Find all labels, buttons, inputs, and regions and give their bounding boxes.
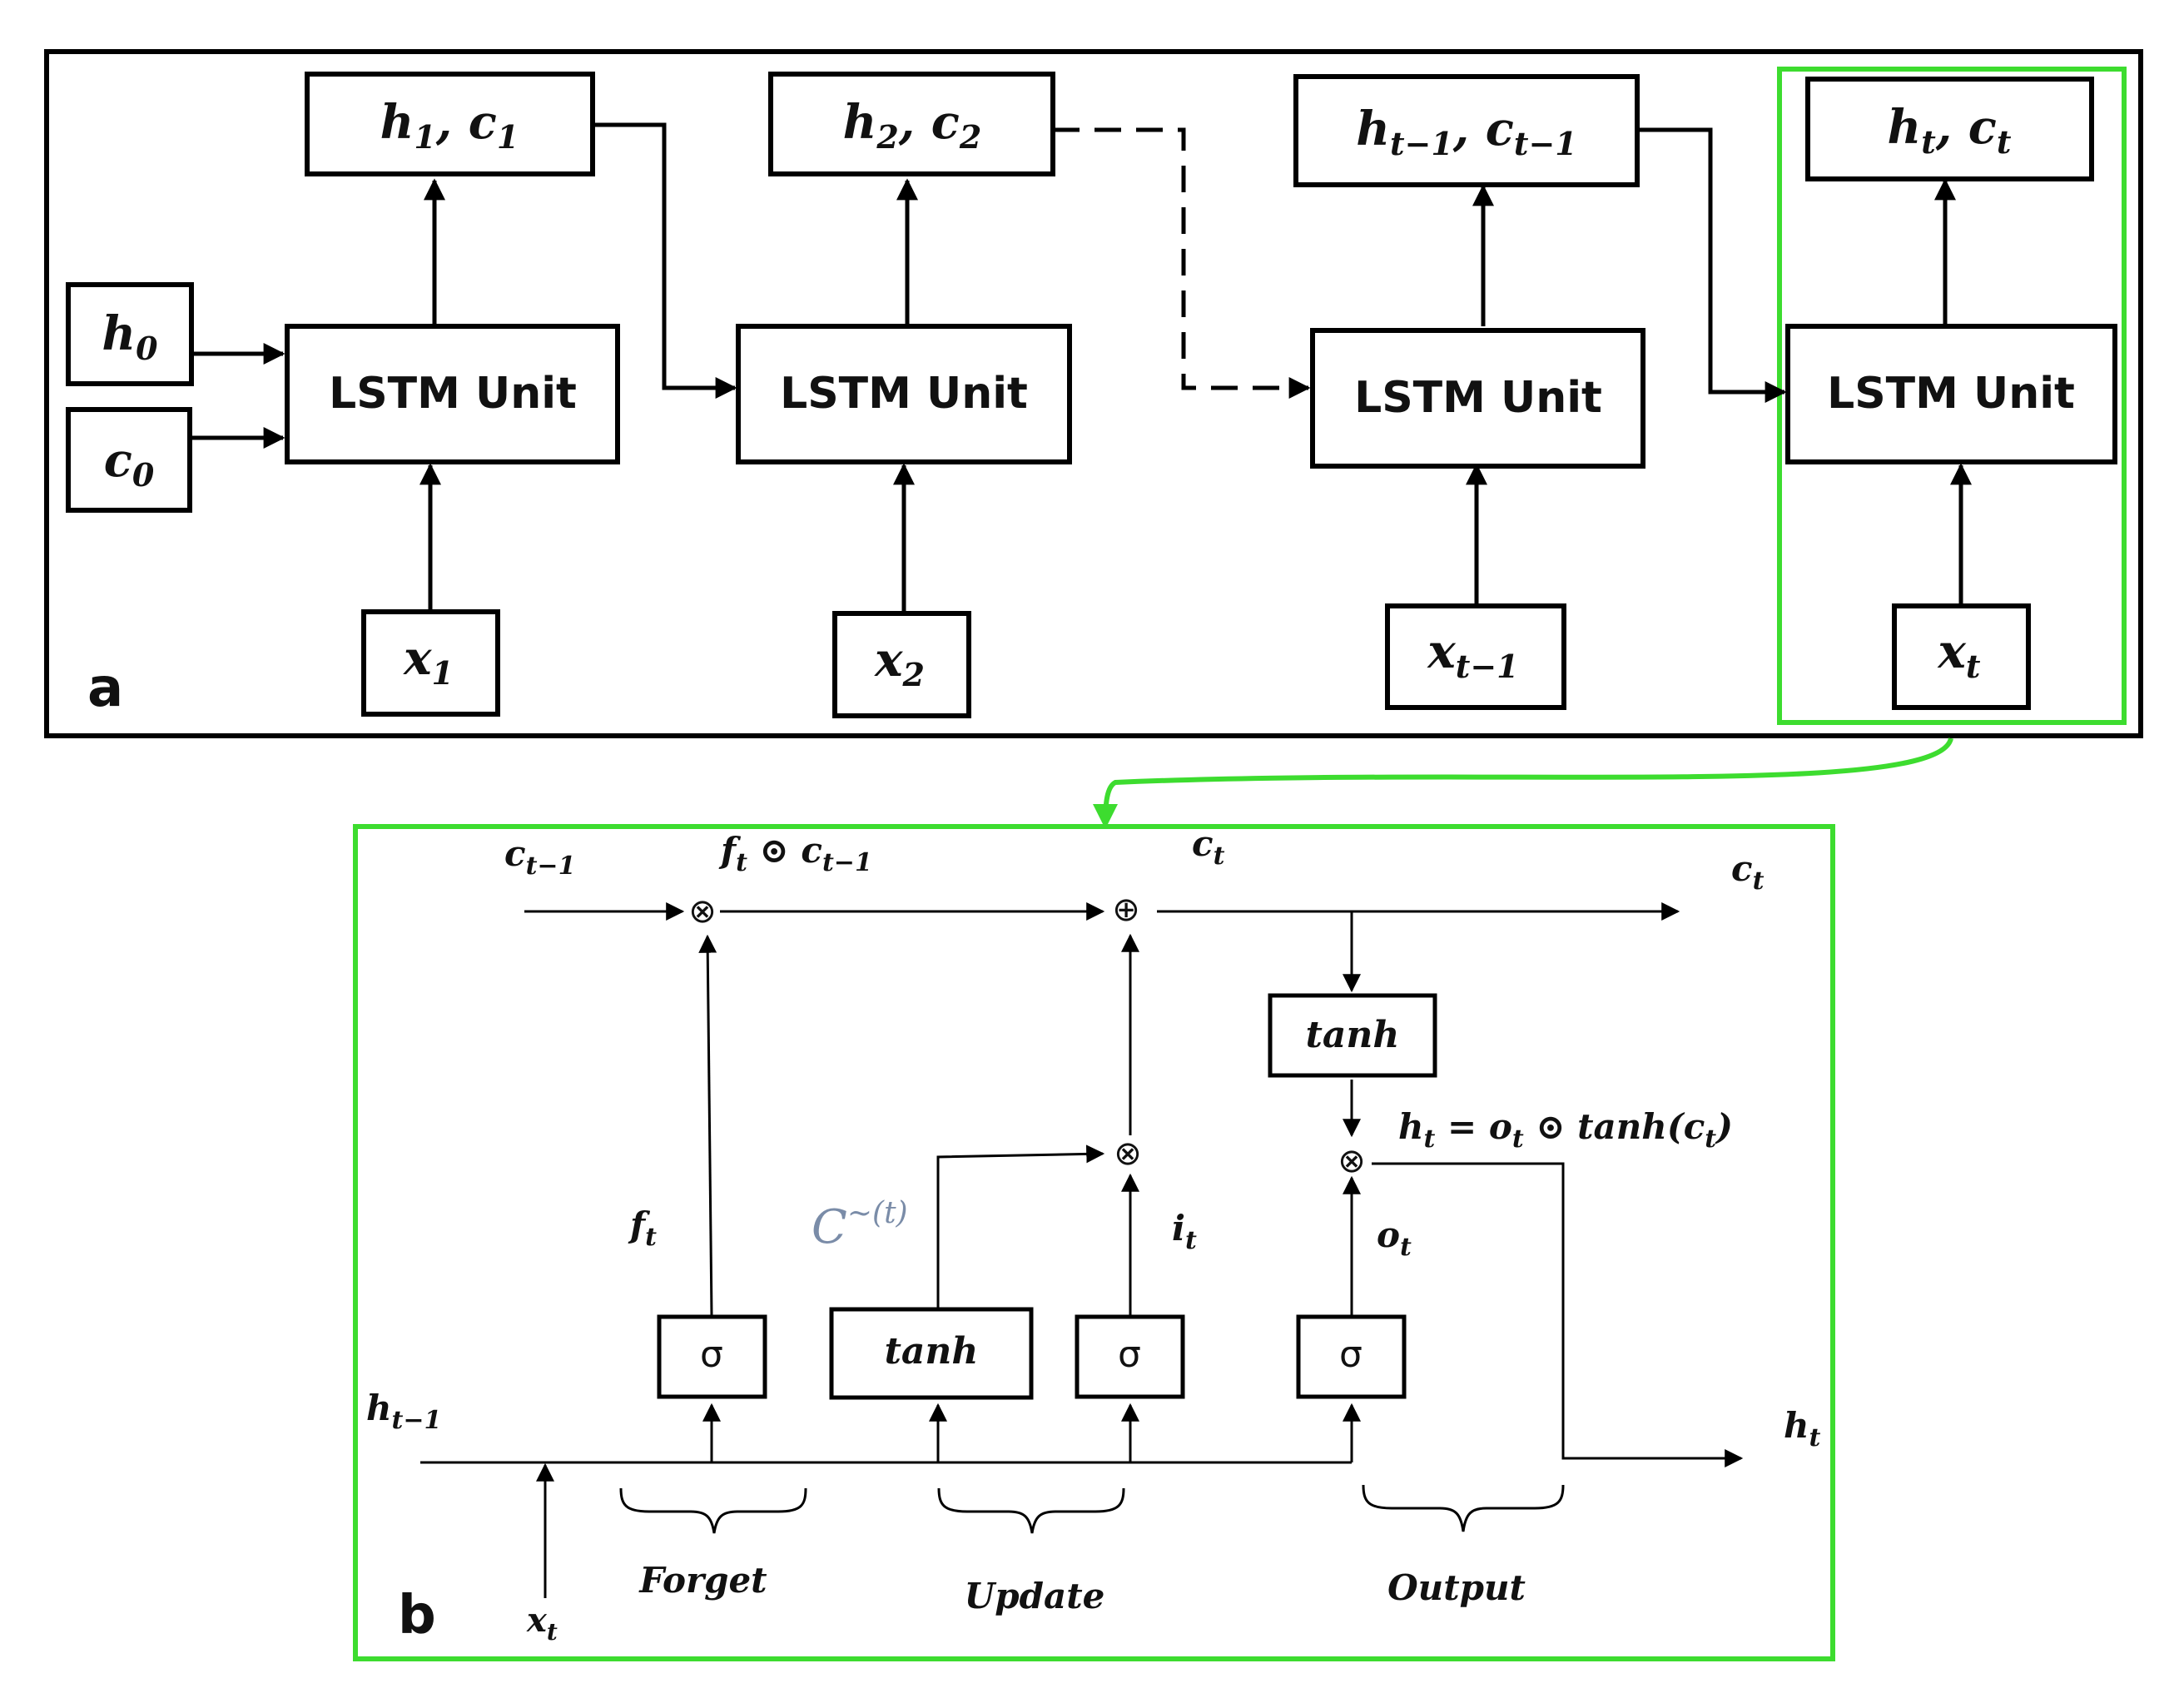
lstm-unit-3 [1310,328,1645,469]
lstm-unit-2-label: LSTM Unit [780,369,1028,419]
lstm-unit-2 [736,324,1072,464]
forget-group-label: Forget [638,1560,767,1601]
cell-tanh-box [1268,993,1437,1078]
group-braces [619,1484,1565,1534]
i-t-label: it [1172,1208,1197,1255]
h-prev-label: ht−1 [366,1388,441,1435]
f-t-label: ft [628,1204,657,1252]
output-box-4 [1805,77,2094,181]
hidden-equation-label: ht = ot ⊙ tanh(ct) [1398,1106,1733,1154]
input-box-1 [361,609,500,717]
panel-b-frame [353,824,1835,1661]
cell-add-op: ⊕ [1112,891,1140,929]
update-tanh-box [829,1307,1034,1400]
forget-product-label: ft ⊙ ct−1 [718,830,872,877]
hidden-state-line [420,1403,1361,1598]
output-multiply-op: ⊗ [1338,1142,1366,1180]
lstm-unit-1 [285,324,620,464]
lstm-unit-4 [1785,324,2117,464]
output-4-label: ht, ct [1888,100,2012,161]
input-box-2 [832,611,971,718]
output-box-2 [768,72,1055,176]
c0-box [66,407,192,513]
lstm-unit-1-label: LSTM Unit [329,369,577,419]
output-1-label: h1, c1 [380,95,519,156]
o-t-label: ot [1377,1214,1412,1262]
input-1-label: x1 [403,631,454,692]
output-group-label: Output [1387,1567,1526,1608]
forget-multiply-op: ⊗ [688,892,717,931]
h0-box [66,282,194,386]
input-sigma-box [1075,1314,1185,1399]
input-box-3 [1385,603,1566,710]
h0-label: h0 [102,306,158,367]
output-2-label: h2, c2 [843,95,982,156]
input-4-label: xt [1938,624,1981,685]
c-out-label: ct [1731,848,1765,896]
output-sigma-box [1296,1314,1407,1399]
panel-a-connectors [191,122,1972,611]
panel-a-label: a [87,658,123,719]
update-group-label: Update [965,1576,1105,1616]
update-tanh-label: tanh [885,1330,979,1373]
input-box-4 [1892,603,2031,710]
input-multiply-op: ⊗ [1114,1135,1142,1173]
lstm-unit-4-label: LSTM Unit [1827,369,2075,419]
panel-a: a h0 c0 [44,49,2143,738]
c-prev-label: ct−1 [504,833,575,881]
lstm-unit-3-label: LSTM Unit [1354,373,1602,423]
input-sigma-label: σ [1118,1333,1141,1376]
cell-state-line [524,902,1680,993]
output-box-3 [1293,74,1640,187]
input-3-label: xt−1 [1427,624,1518,685]
cell-tanh-label: tanh [1306,1014,1400,1056]
panel-a-frame [44,49,2143,738]
x-input-label: xt [526,1601,558,1646]
output-3-label: ht−1, ct−1 [1356,102,1577,162]
output-box-1 [305,72,595,176]
gate-connectors [698,933,1744,1467]
panel-b-label: b [398,1585,436,1646]
c-mid-label: ct [1192,823,1225,871]
output-sigma-label: σ [1339,1333,1363,1376]
zoom-connector [1093,737,1953,829]
input-2-label: x2 [874,633,925,693]
h-out-label: ht [1784,1405,1821,1452]
panel-b: b ⊗ ⊕ ⊗ ⊗ [353,823,1835,1661]
candidate-label: C~(t) [812,1196,908,1254]
forget-sigma-box [657,1314,767,1399]
forget-sigma-label: σ [700,1333,723,1376]
c0-label: c0 [104,433,155,494]
